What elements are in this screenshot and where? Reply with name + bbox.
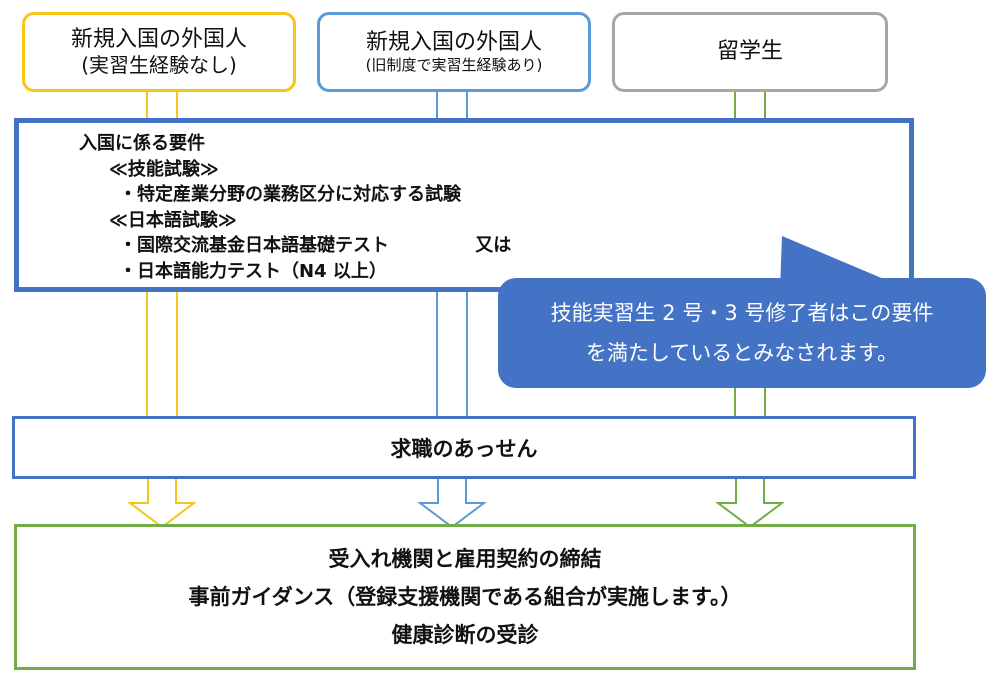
category-international-student: 留学生	[612, 12, 888, 92]
japanese-test-item-2: ・日本語能力テスト（N4 以上）	[119, 260, 387, 282]
skill-test-heading: ≪技能試験≫	[109, 158, 219, 180]
category-line1: 留学生	[716, 39, 783, 65]
final-steps-box: 受入れ機関と雇用契約の締結 事前ガイダンス（登録支援機関である組合が実施します。…	[14, 524, 916, 670]
final-step-guidance: 事前ガイダンス（登録支援機関である組合が実施します。）	[188, 585, 742, 609]
category-line2: (実習生経験なし)	[81, 53, 237, 78]
category-new-entry-no-experience: 新規入国の外国人 (実習生経験なし)	[22, 12, 296, 92]
yellow-down-arrow	[128, 477, 196, 529]
green-down-arrow	[716, 477, 784, 529]
callout-line-2: を満たしているとみなされます。	[585, 341, 899, 365]
japanese-test-item-1: ・国際交流基金日本語基礎テスト 又は	[79, 233, 909, 259]
job-placement-label: 求職のあっせん	[390, 436, 538, 461]
yellow-connector-top	[146, 90, 178, 120]
category-line1: 新規入国の外国人	[70, 26, 247, 52]
category-line2: (旧制度で実習生経験あり)	[365, 56, 543, 75]
callout-pointer	[780, 236, 910, 290]
requirements-title: 入国に係る要件	[79, 133, 205, 154]
or-label: 又は	[475, 235, 512, 256]
green-connector-top	[734, 90, 766, 120]
category-new-entry-with-experience: 新規入国の外国人 (旧制度で実習生経験あり)	[317, 12, 591, 92]
green-connector-mid	[734, 385, 766, 418]
final-step-health-check: 健康診断の受診	[391, 623, 539, 647]
callout-line-1: 技能実習生 2 号・3 号修了者はこの要件	[550, 301, 934, 325]
skill-test-item: ・特定産業分野の業務区分に対応する試験	[119, 184, 461, 205]
category-line1: 新規入国の外国人	[365, 29, 542, 55]
callout-bubble: 技能実習生 2 号・3 号修了者はこの要件 を満たしているとみなされます。	[498, 278, 986, 388]
job-placement-box: 求職のあっせん	[12, 416, 916, 479]
final-step-contract: 受入れ機関と雇用契約の締結	[328, 547, 602, 571]
blue-connector-top	[436, 90, 468, 120]
blue-connector-mid	[436, 290, 468, 418]
blue-down-arrow	[418, 477, 486, 529]
japanese-test-item-1-text: ・国際交流基金日本語基礎テスト	[119, 235, 389, 256]
entry-requirements-box: 入国に係る要件 ≪技能試験≫ ・特定産業分野の業務区分に対応する試験 ≪日本語試…	[14, 118, 914, 292]
yellow-connector-mid	[146, 290, 178, 418]
japanese-test-heading: ≪日本語試験≫	[109, 209, 237, 231]
